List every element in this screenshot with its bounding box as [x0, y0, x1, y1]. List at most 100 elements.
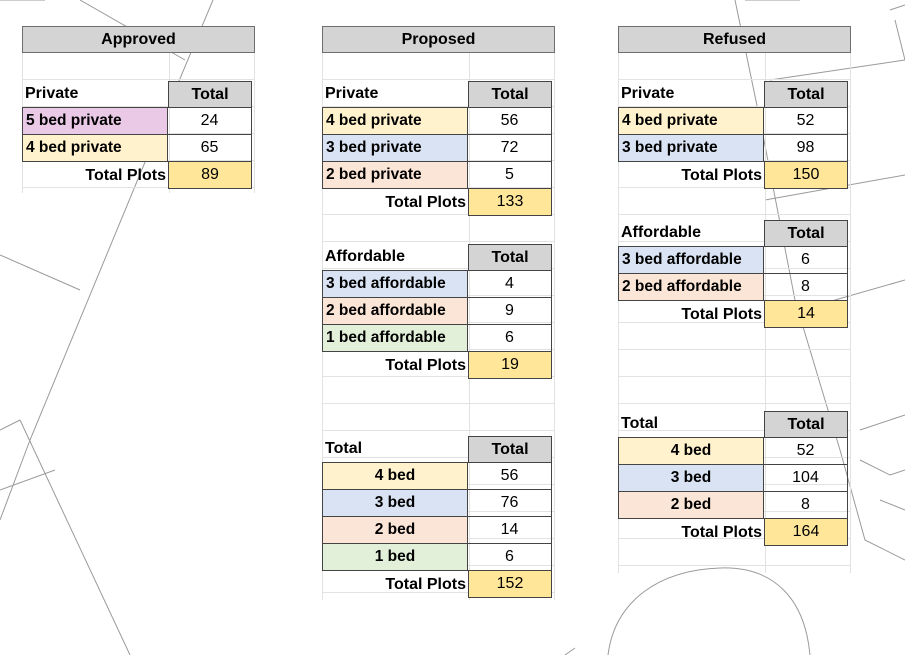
row-value: 98: [764, 135, 848, 162]
total-plots-value: 164: [764, 519, 848, 546]
plot-boundary-line: [0, 469, 56, 491]
row-value: 9: [468, 298, 552, 325]
proposed-affordable-table: Affordable Total 3 bed affordable 4 2 be…: [322, 244, 555, 379]
table-row: 3 bed 104: [618, 465, 851, 492]
row-label: 3 bed private: [618, 135, 764, 162]
row-value: 52: [764, 438, 848, 465]
row-label: 3 bed: [618, 465, 764, 492]
row-label: 1 bed: [322, 544, 468, 571]
row-label: 2 bed private: [322, 162, 468, 189]
refused-affordable-table: Affordable Total 3 bed affordable 6 2 be…: [618, 220, 851, 328]
row-value: 52: [764, 108, 848, 135]
row-value: 14: [468, 517, 552, 544]
table-row: 1 bed affordable 6: [322, 325, 555, 352]
row-value: 5: [468, 162, 552, 189]
row-label: 2 bed affordable: [322, 298, 468, 325]
table-row: 5 bed private 24: [22, 108, 255, 135]
total-plots-row: Total Plots 133: [322, 189, 555, 216]
table-row: 4 bed 56: [322, 463, 555, 490]
table-row: 2 bed affordable 9: [322, 298, 555, 325]
plot-boundary-line: [859, 414, 905, 431]
refused-summary-table: Total Total 4 bed 52 3 bed 104 2 bed 8 T…: [618, 411, 851, 546]
total-plots-label: Total Plots: [681, 305, 762, 323]
total-plots-label: Total Plots: [385, 193, 466, 211]
plot-boundary-line: [894, 19, 905, 61]
table-row: 3 bed affordable 6: [618, 247, 851, 274]
row-label: 2 bed: [322, 517, 468, 544]
row-label: 3 bed affordable: [618, 247, 764, 274]
table-row: 2 bed affordable 8: [618, 274, 851, 301]
total-column-header: Total: [764, 220, 848, 247]
total-column-header: Total: [468, 81, 552, 108]
proposed-private-table: Private Total 4 bed private 56 3 bed pri…: [322, 81, 555, 216]
plot-boundary-line: [0, 254, 81, 291]
table-row: 1 bed 6: [322, 544, 555, 571]
plot-boundary-line: [859, 459, 905, 476]
total-column-header: Total: [764, 81, 848, 108]
total-column-header: Total: [764, 411, 848, 438]
row-value: 6: [468, 325, 552, 352]
total-column-header: Total: [468, 244, 552, 271]
total-plots-value: 89: [168, 162, 252, 189]
table-row: 3 bed 76: [322, 490, 555, 517]
table-header-row: Private Total: [618, 81, 851, 108]
total-column-header: Total: [168, 81, 252, 108]
plot-boundary-line: [889, 4, 905, 11]
section-label: Private: [22, 81, 168, 108]
row-value: 6: [468, 544, 552, 571]
table-row: 4 bed private 56: [322, 108, 555, 135]
total-plots-label: Total Plots: [681, 523, 762, 541]
section-label: Affordable: [322, 244, 468, 271]
row-label: 4 bed private: [22, 135, 168, 162]
total-plots-value: 150: [764, 162, 848, 189]
table-header-row: Affordable Total: [618, 220, 851, 247]
row-value: 72: [468, 135, 552, 162]
total-plots-value: 14: [764, 301, 848, 328]
section-label: Total: [322, 436, 468, 463]
table-header-row: Total Total: [322, 436, 555, 463]
table-row: 2 bed private 5: [322, 162, 555, 189]
total-column-header: Total: [468, 436, 552, 463]
total-plots-row: Total Plots 150: [618, 162, 851, 189]
table-row: 2 bed 8: [618, 492, 851, 519]
table-header-row: Private Total: [22, 81, 255, 108]
total-plots-row: Total Plots 14: [618, 301, 851, 328]
row-value: 56: [468, 108, 552, 135]
table-header-row: Private Total: [322, 81, 555, 108]
section-label: Private: [322, 81, 468, 108]
plot-boundary-line: [19, 419, 131, 655]
row-value: 6: [764, 247, 848, 274]
plot-boundary-line: [879, 499, 905, 511]
row-value: 24: [168, 108, 252, 135]
table-row: 3 bed private 98: [618, 135, 851, 162]
plot-boundary-line: [607, 567, 811, 655]
total-plots-label: Total Plots: [85, 166, 166, 184]
plot-boundary-line: [0, 419, 21, 431]
section-label: Total: [618, 411, 764, 438]
row-label: 3 bed: [322, 490, 468, 517]
total-plots-label: Total Plots: [681, 166, 762, 184]
row-label: 4 bed private: [322, 108, 468, 135]
row-label: 4 bed: [322, 463, 468, 490]
row-value: 65: [168, 135, 252, 162]
total-plots-row: Total Plots 19: [322, 352, 555, 379]
row-label: 4 bed: [618, 438, 764, 465]
total-plots-row: Total Plots 89: [22, 162, 255, 189]
total-plots-row: Total Plots 164: [618, 519, 851, 546]
section-label: Private: [618, 81, 764, 108]
row-value: 8: [764, 274, 848, 301]
row-label: 2 bed affordable: [618, 274, 764, 301]
proposed-summary-table: Total Total 4 bed 56 3 bed 76 2 bed 14 1…: [322, 436, 555, 598]
row-label: 3 bed private: [322, 135, 468, 162]
total-plots-value: 152: [468, 571, 552, 598]
row-value: 56: [468, 463, 552, 490]
section-label: Affordable: [618, 220, 764, 247]
plot-boundary-line: [564, 647, 576, 655]
row-label: 5 bed private: [22, 108, 168, 135]
table-row: 3 bed private 72: [322, 135, 555, 162]
total-plots-label: Total Plots: [385, 356, 466, 374]
row-label: 3 bed affordable: [322, 271, 468, 298]
row-label: 1 bed affordable: [322, 325, 468, 352]
total-plots-label: Total Plots: [385, 575, 466, 593]
row-value: 8: [764, 492, 848, 519]
